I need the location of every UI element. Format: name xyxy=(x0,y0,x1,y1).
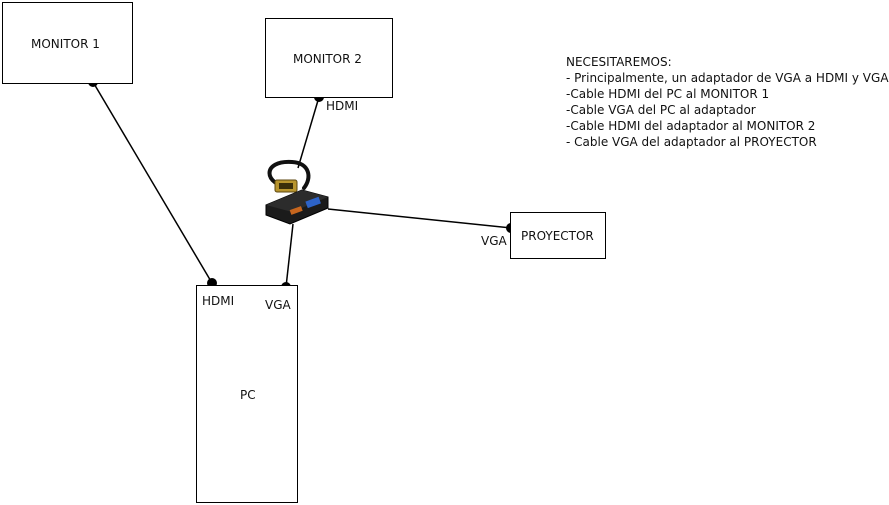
proyector-vga-port-label: VGA xyxy=(481,234,507,248)
requirements-notes: NECESITAREMOS: - Principalmente, un adap… xyxy=(566,54,889,150)
proyector-label: PROYECTOR xyxy=(521,229,594,243)
proyector-box: PROYECTOR xyxy=(510,212,606,259)
pc-vga-port-label: VGA xyxy=(265,298,291,312)
cable-pc-monitor1 xyxy=(92,81,213,284)
cable-adapter-monitor2 xyxy=(297,96,320,169)
cable-pc-adapter xyxy=(285,223,294,288)
pc-hdmi-port-label: HDMI xyxy=(202,294,235,308)
notes-heading: NECESITAREMOS: xyxy=(566,55,672,69)
pc-label: PC xyxy=(240,388,256,402)
monitor2-hdmi-port-label: HDMI xyxy=(326,99,359,113)
notes-item: -Cable HDMI del adaptador al MONITOR 2 xyxy=(566,119,816,133)
monitor2-box: MONITOR 2 xyxy=(265,18,393,98)
notes-item: - Principalmente, un adaptador de VGA a … xyxy=(566,71,889,85)
cable-adapter-proyector xyxy=(327,208,512,229)
monitor1-box: MONITOR 1 xyxy=(2,2,133,84)
monitor1-label: MONITOR 1 xyxy=(31,37,100,51)
notes-item: - Cable VGA del adaptador al PROYECTOR xyxy=(566,135,817,149)
vga-hdmi-adapter-icon xyxy=(265,159,329,225)
pc-box: HDMI VGA PC xyxy=(196,285,298,503)
notes-item: -Cable HDMI del PC al MONITOR 1 xyxy=(566,87,770,101)
monitor2-label: MONITOR 2 xyxy=(293,52,362,66)
notes-item: -Cable VGA del PC al adaptador xyxy=(566,103,756,117)
